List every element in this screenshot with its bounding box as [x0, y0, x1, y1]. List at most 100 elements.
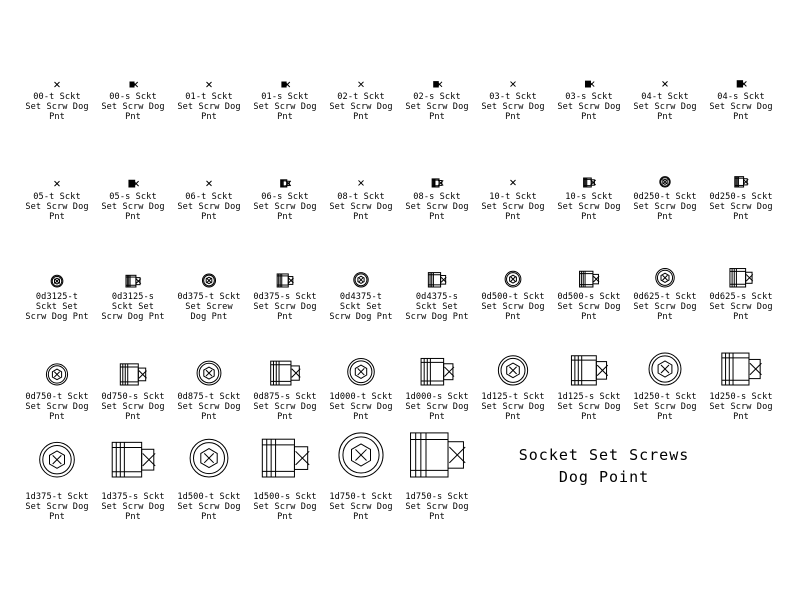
screw-side-symbol [420, 357, 455, 386]
block-label: 03-t Sckt Set Scrw Dog Pnt [481, 92, 545, 122]
screw-block-t: 05-t Sckt Set Scrw Dog Pnt [19, 128, 95, 238]
screw-top-symbol [358, 180, 364, 186]
screw-block-t: 03-t Sckt Set Scrw Dog Pnt [475, 28, 551, 138]
screw-side-view [280, 179, 292, 188]
screw-top-view [54, 81, 60, 88]
block-label: 08-s Sckt Set Scrw Dog Pnt [405, 192, 469, 222]
screw-block-t: 0d500-t Sckt Set Scrw Dog Pnt [475, 228, 551, 338]
screw-side-view [427, 272, 447, 288]
block-label: 0d500-s Sckt Set Scrw Dog Pnt [557, 292, 621, 322]
screw-side-symbol [280, 179, 292, 188]
screw-block-s: 1d125-s Sckt Set Scrw Dog Pnt [551, 326, 627, 436]
block-label: 08-t Sckt Set Scrw Dog Pnt [329, 192, 393, 222]
screw-block-s: 1d000-s Sckt Set Scrw Dog Pnt [399, 326, 475, 436]
screw-top-view [358, 81, 364, 88]
screw-top-view [648, 352, 682, 386]
screw-block-t: 0d3125-t Sckt Set Scrw Dog Pnt [19, 228, 95, 338]
block-label: 0d625-s Sckt Set Scrw Dog Pnt [709, 292, 773, 322]
block-label: 00-t Sckt Set Scrw Dog Pnt [25, 92, 89, 122]
screw-side-view [721, 352, 762, 386]
screw-top-symbol [497, 355, 529, 386]
screw-side-view [410, 432, 466, 478]
screw-block-t: 06-t Sckt Set Scrw Dog Pnt [171, 128, 247, 238]
screw-side-symbol [276, 273, 294, 288]
screw-top-symbol [45, 363, 69, 386]
screw-block-s: 1d375-s Sckt Set Scrw Dog Pnt [95, 418, 171, 528]
block-label: 1d750-t Sckt Set Scrw Dog Pnt [329, 492, 393, 522]
screw-top-symbol [196, 360, 222, 386]
screw-side-view [584, 80, 595, 88]
block-label: 10-t Sckt Set Scrw Dog Pnt [481, 192, 545, 222]
screw-top-view [189, 438, 229, 478]
screw-top-symbol [206, 81, 212, 88]
screw-side-symbol [129, 81, 139, 88]
screw-side-view [431, 178, 444, 188]
screw-side-view [270, 360, 301, 386]
screw-side-view [570, 355, 609, 386]
screw-top-view [45, 363, 69, 386]
screw-top-view [201, 273, 217, 288]
block-label: 0d4375-s Sckt Set Scrw Dog Pnt [405, 292, 469, 322]
screw-side-view [125, 274, 142, 288]
title-line-1: Socket Set Screws [518, 446, 690, 464]
screw-top-symbol [655, 268, 675, 288]
screw-top-view [50, 274, 64, 288]
screw-side-view [281, 81, 291, 88]
screw-block-s: 01-s Sckt Set Scrw Dog Pnt [247, 28, 323, 138]
block-label: 05-s Sckt Set Scrw Dog Pnt [101, 192, 165, 222]
screw-block-s: 04-s Sckt Set Scrw Dog Pnt [703, 28, 779, 138]
screw-block-s: 1d750-s Sckt Set Scrw Dog Pnt [399, 418, 475, 528]
block-label: 1d750-s Sckt Set Scrw Dog Pnt [405, 492, 469, 522]
block-label: 1d125-t Sckt Set Scrw Dog Pnt [481, 392, 545, 422]
screw-side-symbol [119, 363, 147, 386]
screw-top-view [662, 80, 668, 87]
screw-block-s: 02-s Sckt Set Scrw Dog Pnt [399, 28, 475, 138]
screw-top-view [358, 180, 364, 186]
screw-top-symbol [358, 81, 364, 88]
block-label: 01-s Sckt Set Scrw Dog Pnt [253, 92, 317, 122]
screw-side-symbol [721, 352, 762, 386]
screw-top-view [510, 81, 516, 87]
screw-side-symbol [128, 179, 139, 188]
screw-block-t: 0d625-t Sckt Set Scrw Dog Pnt [627, 228, 703, 338]
screw-top-view [39, 441, 75, 478]
screw-block-s: 06-s Sckt Set Scrw Dog Pnt [247, 128, 323, 238]
screw-top-symbol [54, 180, 60, 187]
block-label: 1d000-s Sckt Set Scrw Dog Pnt [405, 392, 469, 422]
screw-side-symbol [583, 177, 596, 188]
block-label: 0d750-t Sckt Set Scrw Dog Pnt [25, 392, 89, 422]
screw-top-view [510, 179, 516, 186]
screw-block-t: 0d375-t Sckt Set Screw Dog Pnt [171, 228, 247, 338]
screw-top-symbol [347, 357, 375, 386]
block-label: 0d3125-t Sckt Set Scrw Dog Pnt [25, 292, 89, 322]
screw-side-view [128, 179, 139, 188]
screw-block-t: 1d500-t Sckt Set Scrw Dog Pnt [171, 418, 247, 528]
screw-side-view [433, 81, 443, 88]
screw-side-view [420, 357, 455, 386]
block-label: 0d375-s Sckt Set Scrw Dog Pnt [253, 292, 317, 322]
screw-side-view [734, 176, 749, 188]
screw-top-view [655, 268, 675, 288]
screw-top-symbol [510, 179, 516, 186]
screw-side-view [276, 273, 294, 288]
screw-block-s: 0d4375-s Sckt Set Scrw Dog Pnt [399, 228, 475, 338]
screw-side-view [119, 363, 147, 386]
screw-side-view [261, 438, 310, 478]
drawing-title: Socket Set Screws Dog Point [506, 444, 702, 488]
screw-top-symbol [50, 274, 64, 288]
screw-top-symbol [659, 176, 671, 188]
screw-block-t: 01-t Sckt Set Scrw Dog Pnt [171, 28, 247, 138]
title-line-2: Dog Point [558, 468, 650, 486]
block-label: 04-t Sckt Set Scrw Dog Pnt [633, 92, 697, 122]
screw-block-t: 10-t Sckt Set Scrw Dog Pnt [475, 128, 551, 238]
screw-side-view [111, 441, 156, 478]
screw-block-s: 05-s Sckt Set Scrw Dog Pnt [95, 128, 171, 238]
screw-side-symbol [734, 176, 749, 188]
screw-block-t: 02-t Sckt Set Scrw Dog Pnt [323, 28, 399, 138]
screw-side-symbol [270, 360, 301, 386]
block-label: 0d3125-s Sckt Set Scrw Dog Pnt [101, 292, 165, 322]
screw-block-t: 0d875-t Sckt Set Scrw Dog Pnt [171, 326, 247, 436]
screw-side-symbol [584, 80, 595, 88]
screw-top-view [659, 176, 671, 188]
screw-side-view [736, 80, 747, 88]
